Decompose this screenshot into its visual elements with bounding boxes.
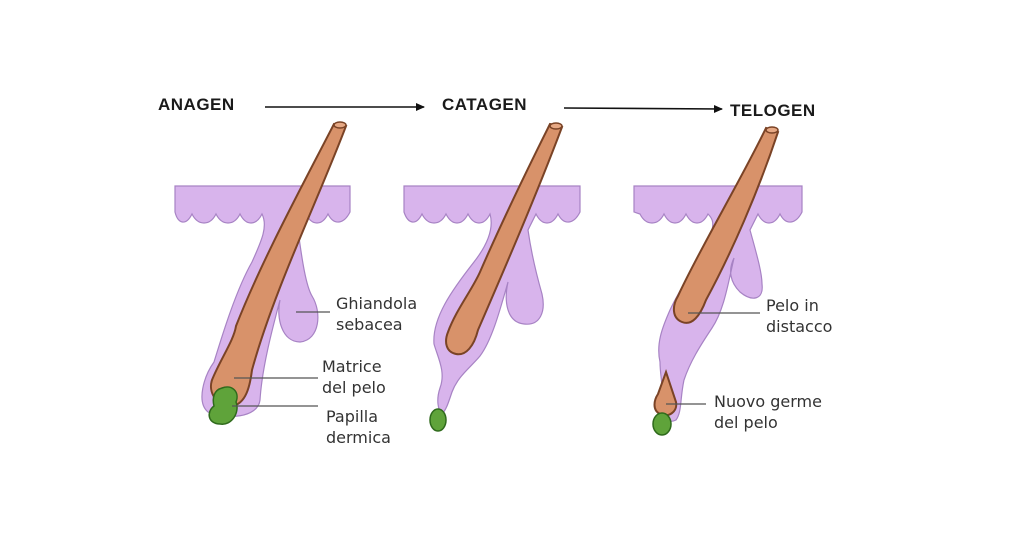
catagen-hair-tip [549, 122, 563, 130]
label-papilla-line1: Papilla [326, 407, 378, 426]
arrow-catagen-to-telogen [563, 104, 723, 113]
anagen-hair-tip [333, 121, 347, 129]
label-ghiandola-line1: Ghiandola [336, 294, 417, 313]
label-distacco-line1: Pelo in [766, 296, 819, 315]
label-germe-line1: Nuovo germe [714, 392, 822, 411]
label-germe-line2: del pelo [714, 413, 778, 432]
catagen-follicle [403, 122, 581, 432]
telogen-papilla [652, 412, 672, 436]
label-matrice-line1: Matrice [322, 357, 382, 376]
phase-title-telogen: TELOGEN [730, 101, 816, 120]
telogen-hair-tip [765, 126, 779, 134]
anagen-follicle [174, 121, 351, 425]
label-matrice-line2: del pelo [322, 378, 386, 397]
telogen-skin [633, 185, 803, 422]
telogen-follicle [633, 126, 803, 436]
catagen-papilla [429, 408, 447, 432]
label-distacco-line2: distacco [766, 317, 832, 336]
label-papilla-line2: dermica [326, 428, 391, 447]
anagen-papilla [208, 386, 238, 425]
phase-title-catagen: CATAGEN [442, 95, 527, 114]
catagen-hair-shaft [445, 122, 564, 356]
telogen-hair-shaft [672, 126, 780, 324]
phase-title-anagen: ANAGEN [158, 95, 235, 114]
label-ghiandola-line2: sebacea [336, 315, 403, 334]
